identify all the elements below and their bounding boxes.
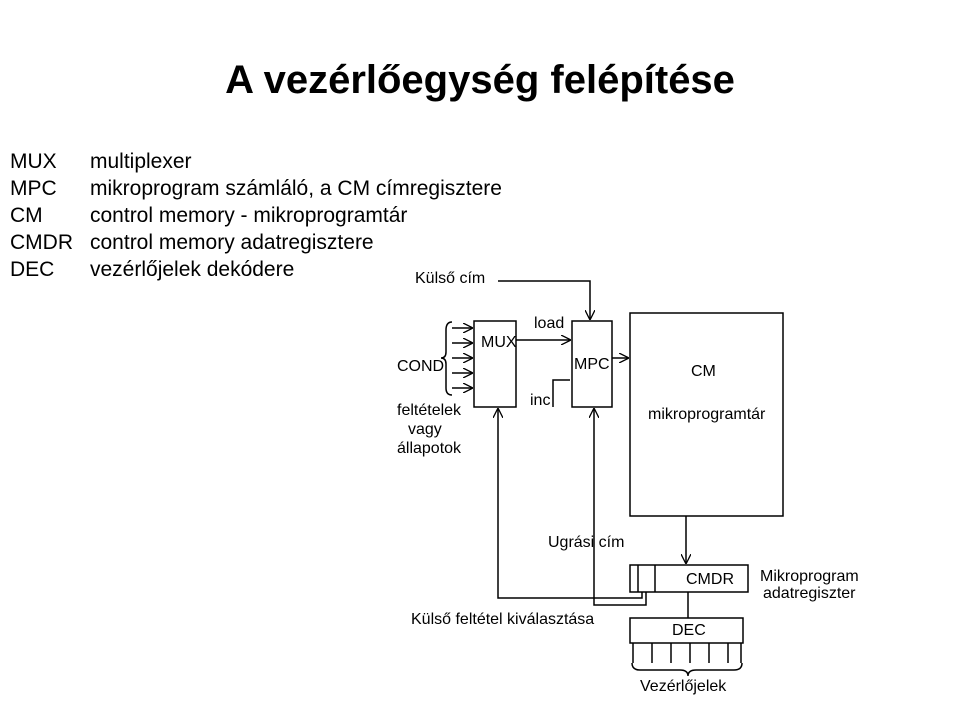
page-title: A vezérlőegység felépítése bbox=[225, 58, 735, 102]
condition-select-line bbox=[498, 409, 643, 599]
dec-label: DEC bbox=[672, 622, 706, 639]
control-signals-label: Vezérlőjelek bbox=[640, 678, 727, 695]
abbreviation-key: CM bbox=[10, 204, 43, 227]
abbreviation-value: multiplexer bbox=[90, 150, 192, 173]
mux-box bbox=[473, 320, 517, 408]
external-condition-label: Külső feltétel kiválasztása bbox=[411, 611, 594, 628]
cmdr-box bbox=[629, 564, 749, 593]
control-memory-label: mikroprogramtár bbox=[648, 406, 766, 423]
jump-address-line bbox=[594, 409, 647, 606]
outputs-brace bbox=[631, 662, 743, 677]
abbreviation-value: mikroprogram számláló, a CM címregiszter… bbox=[90, 177, 502, 200]
data-register-label: adatregiszter bbox=[763, 585, 856, 602]
conditions-label: feltételek bbox=[397, 402, 462, 419]
cond-brace bbox=[440, 321, 453, 396]
abbreviation-value: control memory adatregisztere bbox=[90, 231, 374, 254]
microprogram-label: Mikroprogram bbox=[760, 568, 859, 585]
cond-label: COND bbox=[397, 358, 444, 375]
cm-label: CM bbox=[691, 363, 716, 380]
abbreviation-key: DEC bbox=[10, 258, 55, 281]
states-label: állapotok bbox=[397, 440, 462, 457]
mux-label: MUX bbox=[481, 334, 517, 351]
cmdr-label: CMDR bbox=[686, 571, 734, 588]
abbreviation-value: vezérlőjelek dekódere bbox=[90, 258, 295, 281]
inc-line bbox=[552, 379, 570, 407]
dec-box bbox=[629, 617, 744, 644]
inc-label: inc bbox=[530, 392, 550, 409]
load-label: load bbox=[534, 315, 564, 332]
external-address-label: Külső cím bbox=[415, 270, 485, 287]
mpc-label: MPC bbox=[574, 356, 610, 373]
abbreviation-key: CMDR bbox=[10, 231, 73, 254]
abbreviation-key: MPC bbox=[10, 177, 57, 200]
abbreviation-key: MUX bbox=[10, 150, 57, 173]
abbreviation-value: control memory - mikroprogramtár bbox=[90, 204, 408, 227]
jump-address-label: Ugrási cím bbox=[548, 534, 624, 551]
or-label: vagy bbox=[408, 421, 442, 438]
cm-box bbox=[629, 312, 784, 517]
mpc-box bbox=[571, 320, 613, 408]
external-address-line bbox=[498, 280, 590, 319]
